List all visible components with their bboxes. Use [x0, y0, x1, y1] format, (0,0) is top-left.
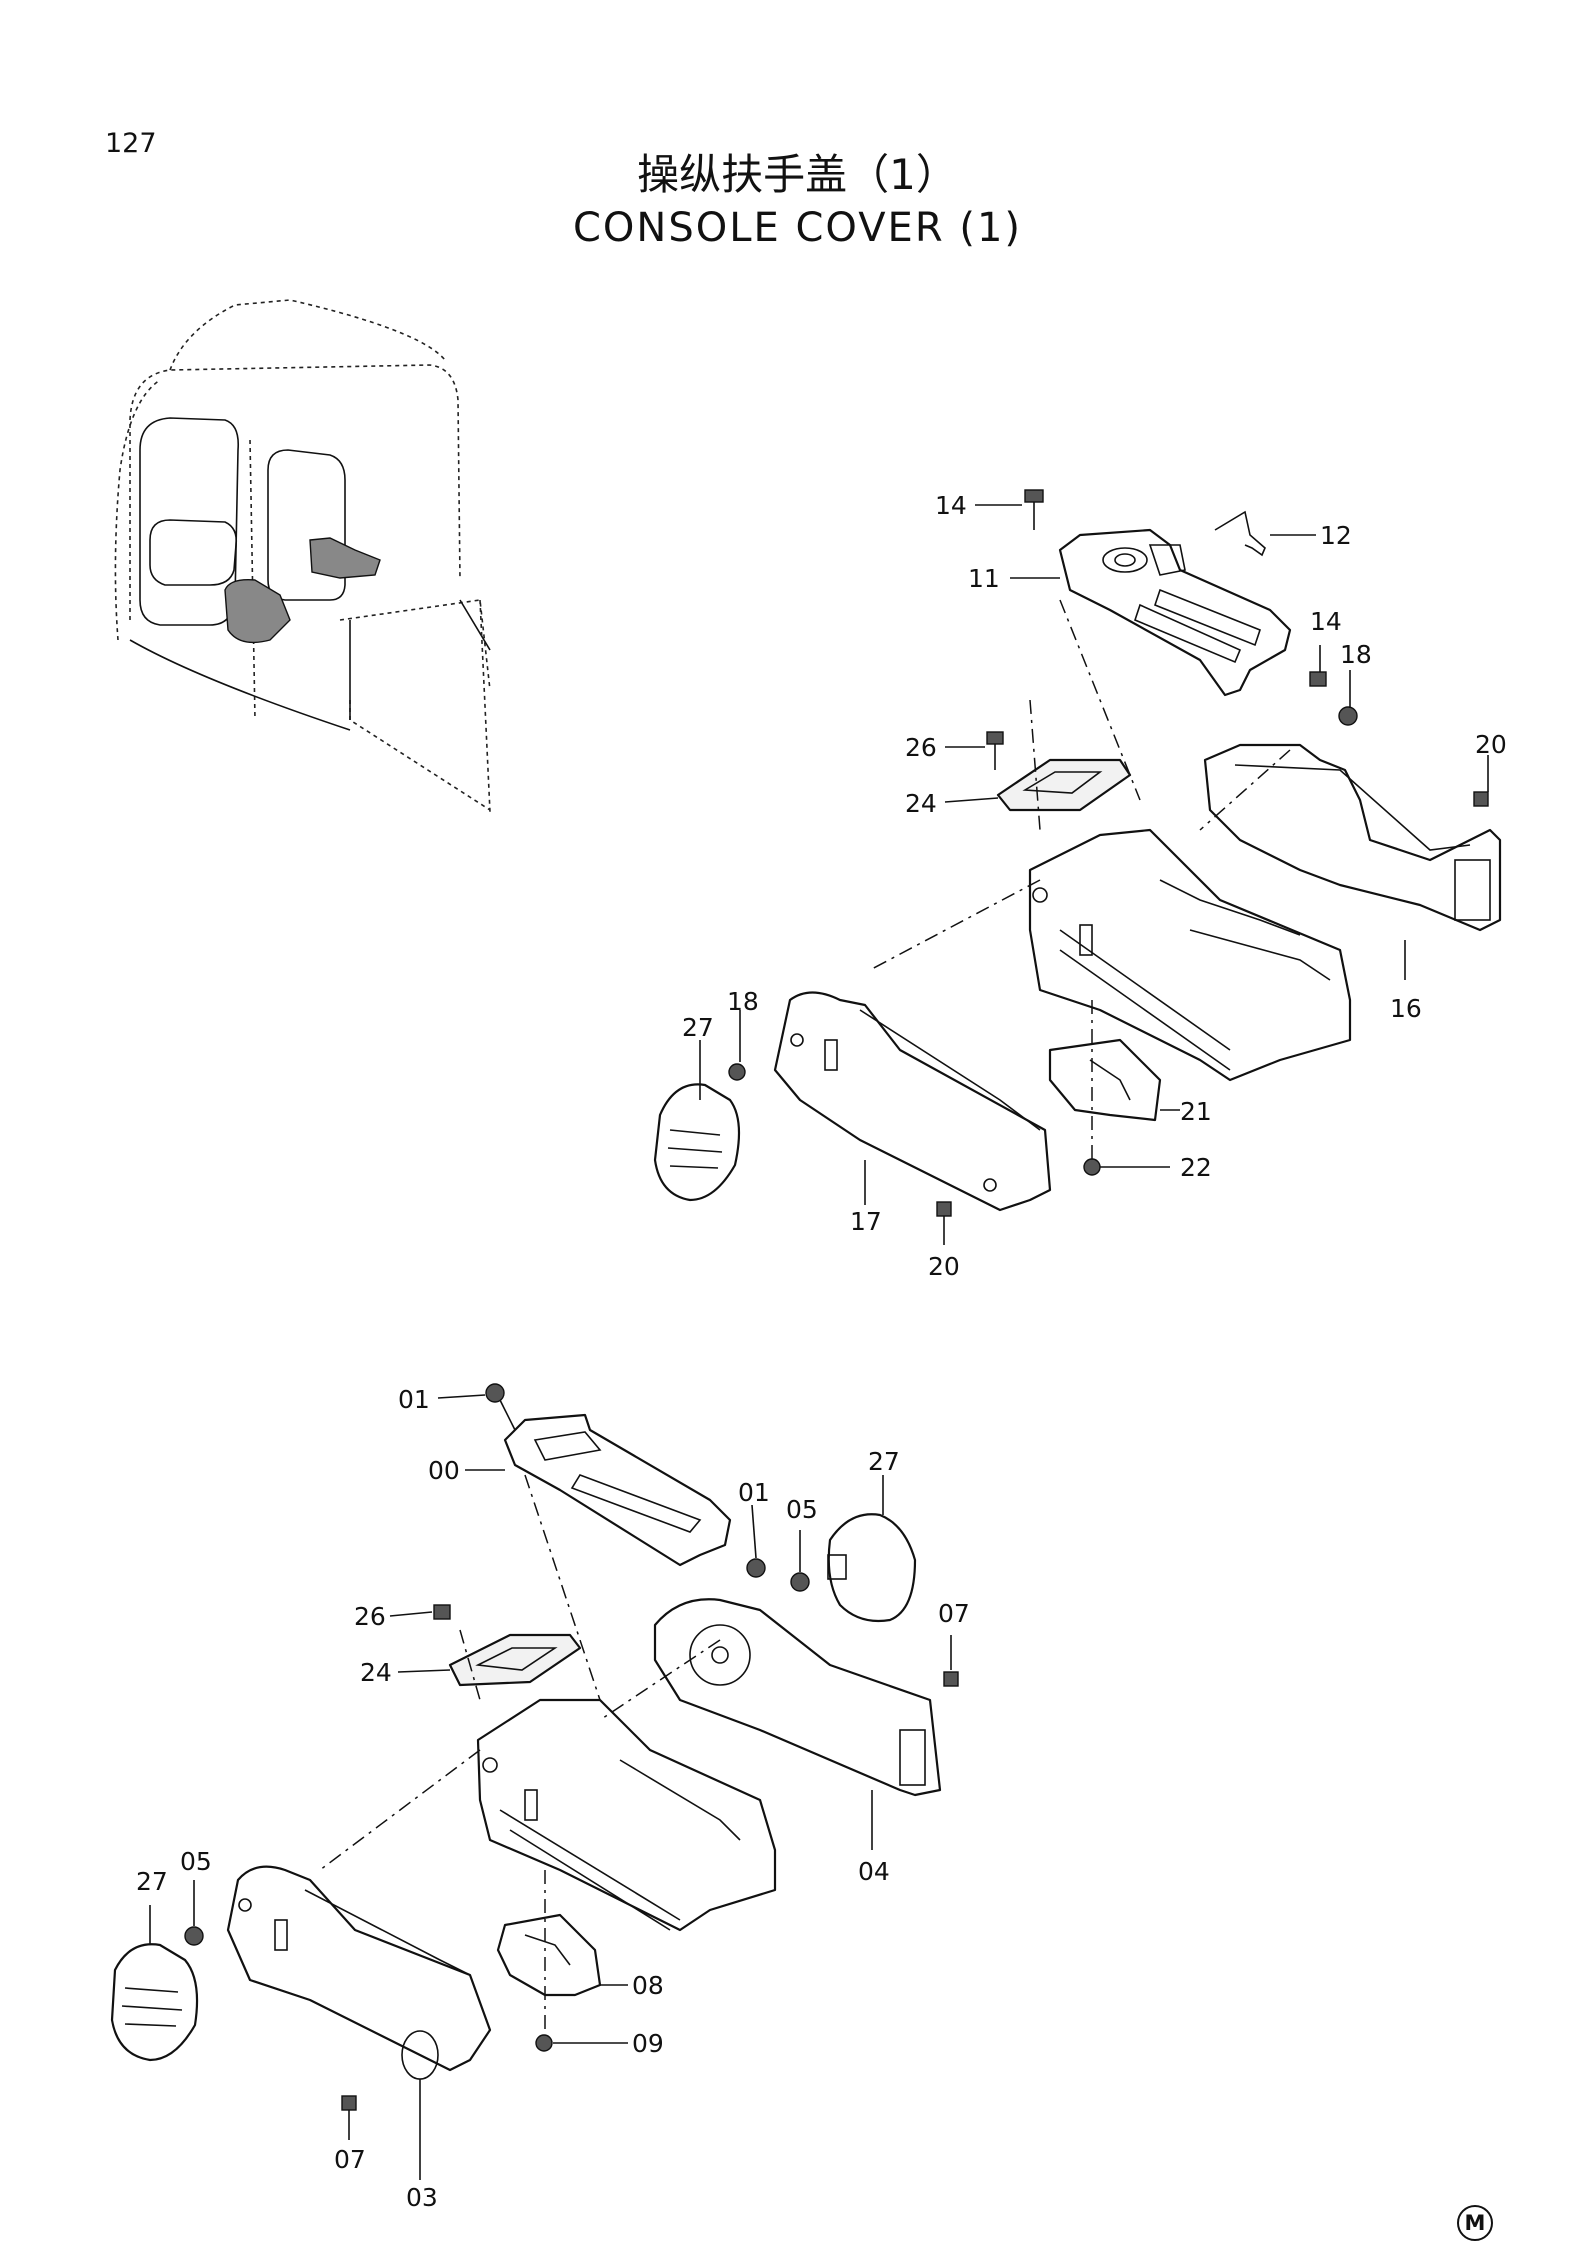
part-18-bolt-left [728, 1063, 746, 1081]
part-01-bolt-side [746, 1558, 766, 1578]
part-24-gasket-lower [448, 1633, 582, 1687]
callout-03: 03 [406, 2183, 438, 2212]
callout-18: 18 [1340, 640, 1372, 669]
callout-27-left: 27 [136, 1867, 168, 1896]
part-05-nut [790, 1572, 810, 1592]
callout-05: 05 [786, 1495, 818, 1524]
part-24-gasket [996, 758, 1132, 812]
callout-17: 17 [850, 1207, 882, 1236]
upper-callouts: 14 12 11 14 18 26 24 20 16 18 27 21 22 1… [682, 491, 1507, 1281]
callout-22: 22 [1180, 1153, 1212, 1182]
page-number: 127 [105, 128, 157, 159]
callout-01: 01 [398, 1385, 430, 1414]
part-20-screw-lower [936, 1201, 952, 1217]
callout-04: 04 [858, 1857, 890, 1886]
part-22-screw [1083, 1158, 1101, 1176]
part-05-nut-left [184, 1926, 204, 1946]
part-27-cap-left [110, 1943, 199, 2062]
callout-26: 26 [905, 733, 937, 762]
callout-09: 09 [632, 2029, 664, 2058]
page-title: 操纵扶手盖（1） CONSOLE COVER (1) [0, 150, 1595, 252]
console-frame [1028, 828, 1352, 1082]
part-14-bolt-right [1309, 671, 1327, 687]
part-20-screw-right [1473, 791, 1489, 807]
corner-mark-m: M [1457, 2205, 1493, 2241]
callout-20-right: 20 [1475, 730, 1507, 759]
part-04-side-cover [653, 1598, 942, 1797]
part-21-guard [1048, 1038, 1162, 1122]
callout-26-lower: 26 [354, 1602, 386, 1631]
callout-11: 11 [968, 564, 1000, 593]
title-english: CONSOLE COVER (1) [573, 205, 1022, 252]
callout-21: 21 [1180, 1097, 1212, 1126]
callout-00: 00 [428, 1456, 460, 1485]
part-00-top-cover [503, 1413, 732, 1567]
part-18-nut [1338, 706, 1358, 726]
callout-24: 24 [905, 789, 937, 818]
part-07-screw-right [943, 1671, 959, 1687]
callout-12: 12 [1320, 521, 1352, 550]
callout-07-lower: 07 [334, 2145, 366, 2174]
callout-07-right: 07 [938, 1599, 970, 1628]
part-03-side-panel [226, 1865, 492, 2072]
cab-locator-illustration [114, 299, 491, 813]
part-07-screw-lower [341, 2095, 357, 2111]
part-16-side-cover [1203, 743, 1502, 932]
lower-callouts: 01 00 01 05 27 26 24 07 04 05 27 08 09 0… [136, 1385, 970, 2212]
callout-16: 16 [1390, 994, 1422, 1023]
part-27-cap-right [827, 1513, 917, 1623]
upper-assembly [653, 489, 1502, 1217]
callout-14: 14 [935, 491, 967, 520]
lower-assembly [110, 1383, 959, 2111]
lower-leader-lines [149, 1394, 952, 2180]
upper-leader-lines [699, 504, 1489, 1245]
part-12-bracket [1214, 510, 1266, 557]
callout-24-lower: 24 [360, 1658, 392, 1687]
part-27-cap [653, 1083, 741, 1202]
callout-18-left: 18 [727, 987, 759, 1016]
part-26-screw [986, 731, 1004, 745]
part-08-guard [496, 1913, 602, 1997]
callout-14-right: 14 [1310, 607, 1342, 636]
callout-08: 08 [632, 1971, 664, 2000]
callout-20-lower: 20 [928, 1252, 960, 1281]
part-01-bolt-top [485, 1383, 505, 1403]
callout-05-left: 05 [180, 1847, 212, 1876]
part-14-bolt [1024, 489, 1044, 503]
part-09-screw [535, 2034, 553, 2052]
callout-27-right: 27 [868, 1447, 900, 1476]
part-26-screw-lower [433, 1604, 451, 1620]
title-chinese: 操纵扶手盖（1） [637, 150, 958, 199]
part-17-side-panel [773, 991, 1052, 1212]
callout-01-side: 01 [738, 1478, 770, 1507]
console-frame-lower [476, 1698, 777, 1932]
callout-27: 27 [682, 1013, 714, 1042]
